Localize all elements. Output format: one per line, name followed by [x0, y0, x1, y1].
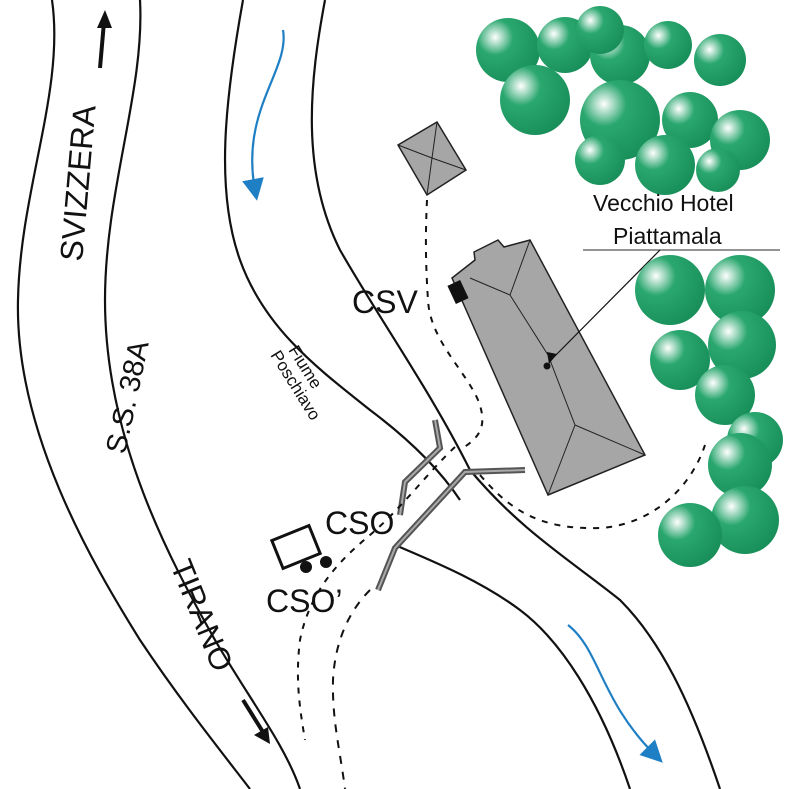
tree-icon — [644, 21, 692, 69]
tree-icon — [476, 18, 540, 82]
tree-icon — [708, 311, 776, 379]
dashed-path — [296, 446, 456, 741]
tree-icon — [662, 92, 718, 148]
tree-icon — [500, 65, 570, 135]
tree-icon — [694, 34, 746, 86]
tree-icon — [695, 365, 755, 425]
south-arrow-icon — [241, 698, 270, 744]
river-bank-right — [310, 0, 471, 471]
dashed-path — [424, 199, 484, 451]
tree-icon — [650, 330, 710, 390]
tree-icon — [711, 486, 779, 554]
tree-group-north — [476, 6, 770, 195]
tree-icon — [658, 503, 722, 567]
river-bank-left-lower — [394, 543, 632, 789]
tree-icon — [576, 6, 624, 54]
river-bank-left — [223, 0, 461, 501]
road-label-north: SVIZZERA — [53, 103, 103, 263]
tree-icon — [705, 255, 775, 325]
hotel-label-line2: Piattamala — [613, 223, 722, 249]
tree-icon — [708, 433, 772, 497]
road-edge-right — [103, 0, 302, 789]
dashed-path — [479, 444, 706, 530]
hotel-pointer — [543, 249, 780, 370]
tree-icon — [575, 135, 625, 185]
hotel-label-line1: Vecchio Hotel — [593, 190, 734, 216]
tree-group-east — [635, 255, 783, 567]
bridge — [375, 419, 526, 592]
dashed-path — [331, 589, 371, 789]
cso-prime-label: CSO’ — [266, 583, 342, 619]
water-flow-arrow-icon — [242, 29, 285, 201]
csv-label: CSV — [352, 284, 418, 320]
road-edge-left — [16, 0, 251, 789]
cso-label: CSO — [325, 505, 394, 541]
small-building — [396, 120, 468, 197]
tree-icon — [696, 148, 740, 192]
tree-icon — [635, 135, 695, 195]
water-flow-arrow-icon — [567, 624, 663, 763]
river-bank-right-lower — [469, 469, 722, 789]
north-arrow-icon — [97, 10, 112, 69]
tree-icon — [635, 255, 705, 325]
road-label-south: TIRANO — [164, 555, 240, 677]
vehicle-icon — [269, 523, 332, 573]
